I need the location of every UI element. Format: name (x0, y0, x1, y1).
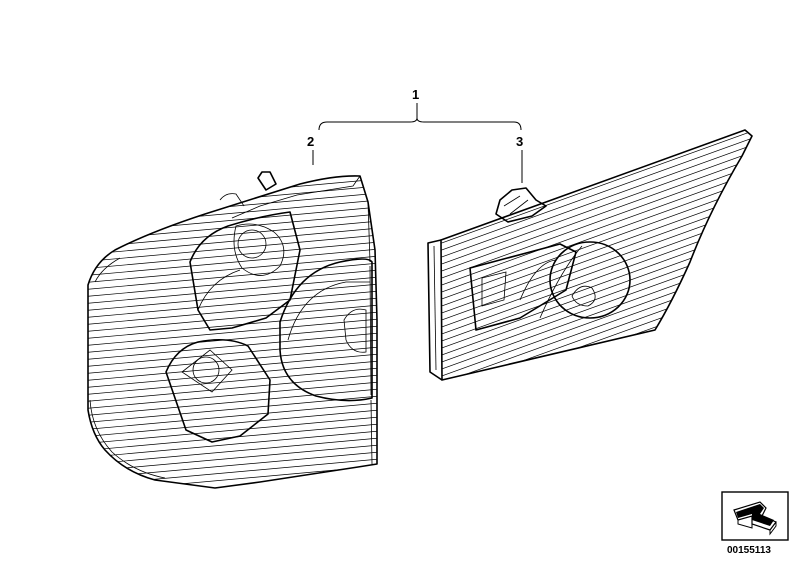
outer-tail-light (80, 123, 385, 489)
hatch-line (425, 387, 760, 508)
outer-lamp-upper-reflector (189, 211, 301, 331)
hatch-line (441, 142, 752, 264)
hatch-line (441, 373, 752, 380)
hatch-line (88, 437, 377, 466)
hatch-line (88, 346, 377, 375)
hatch-line (441, 135, 752, 257)
hatch-line (441, 331, 752, 380)
hatch-line (425, 401, 760, 522)
inner-tail-light (425, 129, 760, 557)
inner-lamp-reflector (469, 241, 631, 331)
hatch-line (88, 388, 377, 417)
hatch-line (425, 415, 760, 536)
hatch-line (88, 339, 377, 368)
hatch-line (88, 381, 377, 410)
hatch-line (88, 318, 377, 347)
hatch-line (441, 198, 752, 320)
hatch-line (80, 144, 385, 171)
hatch-line (88, 192, 377, 221)
hatch-line (441, 366, 752, 380)
document-number: 00155113 (727, 545, 771, 556)
hatch-line (441, 170, 752, 292)
hatch-line (88, 332, 377, 361)
hatch-line (80, 130, 385, 157)
hatch-line (425, 394, 760, 515)
hatch-line (88, 276, 377, 305)
hatch-line (88, 451, 377, 480)
hatch-line (88, 402, 377, 431)
hatch-line (88, 444, 377, 473)
hatch-line (88, 175, 377, 179)
callout-label-1: 1 (412, 87, 419, 102)
hatch-line (88, 248, 377, 277)
hatch-line (88, 185, 377, 214)
hatch-line (441, 184, 752, 306)
outer-lamp-center-window (279, 258, 373, 402)
hatch-line (88, 178, 377, 207)
hatch-line (441, 359, 752, 380)
callout-bracket (312, 103, 523, 183)
hatch-line (88, 304, 377, 333)
inner-lamp-lens-hatching (425, 130, 760, 557)
callout-label-2: 2 (307, 134, 314, 149)
hatch-line (88, 262, 377, 291)
outer-lamp-lower-reflector (165, 338, 271, 443)
hatch-line (88, 353, 377, 382)
hatch-line (441, 191, 752, 313)
hatch-line (88, 199, 377, 228)
outer-lamp-connector (219, 171, 277, 207)
hatch-line (441, 163, 752, 285)
hatch-line (88, 255, 377, 284)
hatch-line (441, 338, 752, 380)
hatch-line (88, 234, 377, 263)
hatch-line (425, 408, 760, 529)
outer-lamp-lens-hatching (80, 123, 385, 488)
hatch-line (441, 156, 752, 278)
hatch-line (425, 436, 760, 557)
hatch-line (88, 360, 377, 389)
hatch-line (441, 149, 752, 271)
hatch-line (88, 290, 377, 319)
outer-lamp-housing (87, 175, 378, 489)
hatch-line (441, 345, 752, 380)
hatch-line (88, 416, 377, 445)
hatch-line (88, 311, 377, 340)
hatch-line (88, 175, 377, 200)
callout-label-3: 3 (516, 134, 523, 149)
document-stamp: 00155113 (721, 491, 789, 556)
hatch-line (88, 409, 377, 438)
hatch-line (88, 241, 377, 270)
hatch-line (425, 422, 760, 543)
hatch-line (441, 205, 752, 327)
inner-lamp-connector (495, 187, 547, 223)
hatch-line (88, 283, 377, 312)
hatch-line (88, 206, 377, 235)
hatch-line (88, 430, 377, 459)
bent-arrow-icon (733, 501, 777, 536)
hatch-line (425, 380, 760, 501)
inner-lamp-housing (440, 129, 753, 381)
hatch-line (441, 130, 752, 250)
hatch-line (88, 367, 377, 396)
hatch-line (88, 297, 377, 326)
hatch-line (88, 269, 377, 298)
hatch-line (80, 123, 385, 150)
hatch-line (80, 137, 385, 164)
hatch-line (88, 220, 377, 249)
hatch-line (88, 175, 377, 186)
hatch-line (88, 374, 377, 403)
hatch-line (88, 227, 377, 256)
hatch-line (88, 325, 377, 354)
hatch-line (441, 352, 752, 380)
hatch-line (425, 429, 760, 550)
hatch-line (441, 177, 752, 299)
